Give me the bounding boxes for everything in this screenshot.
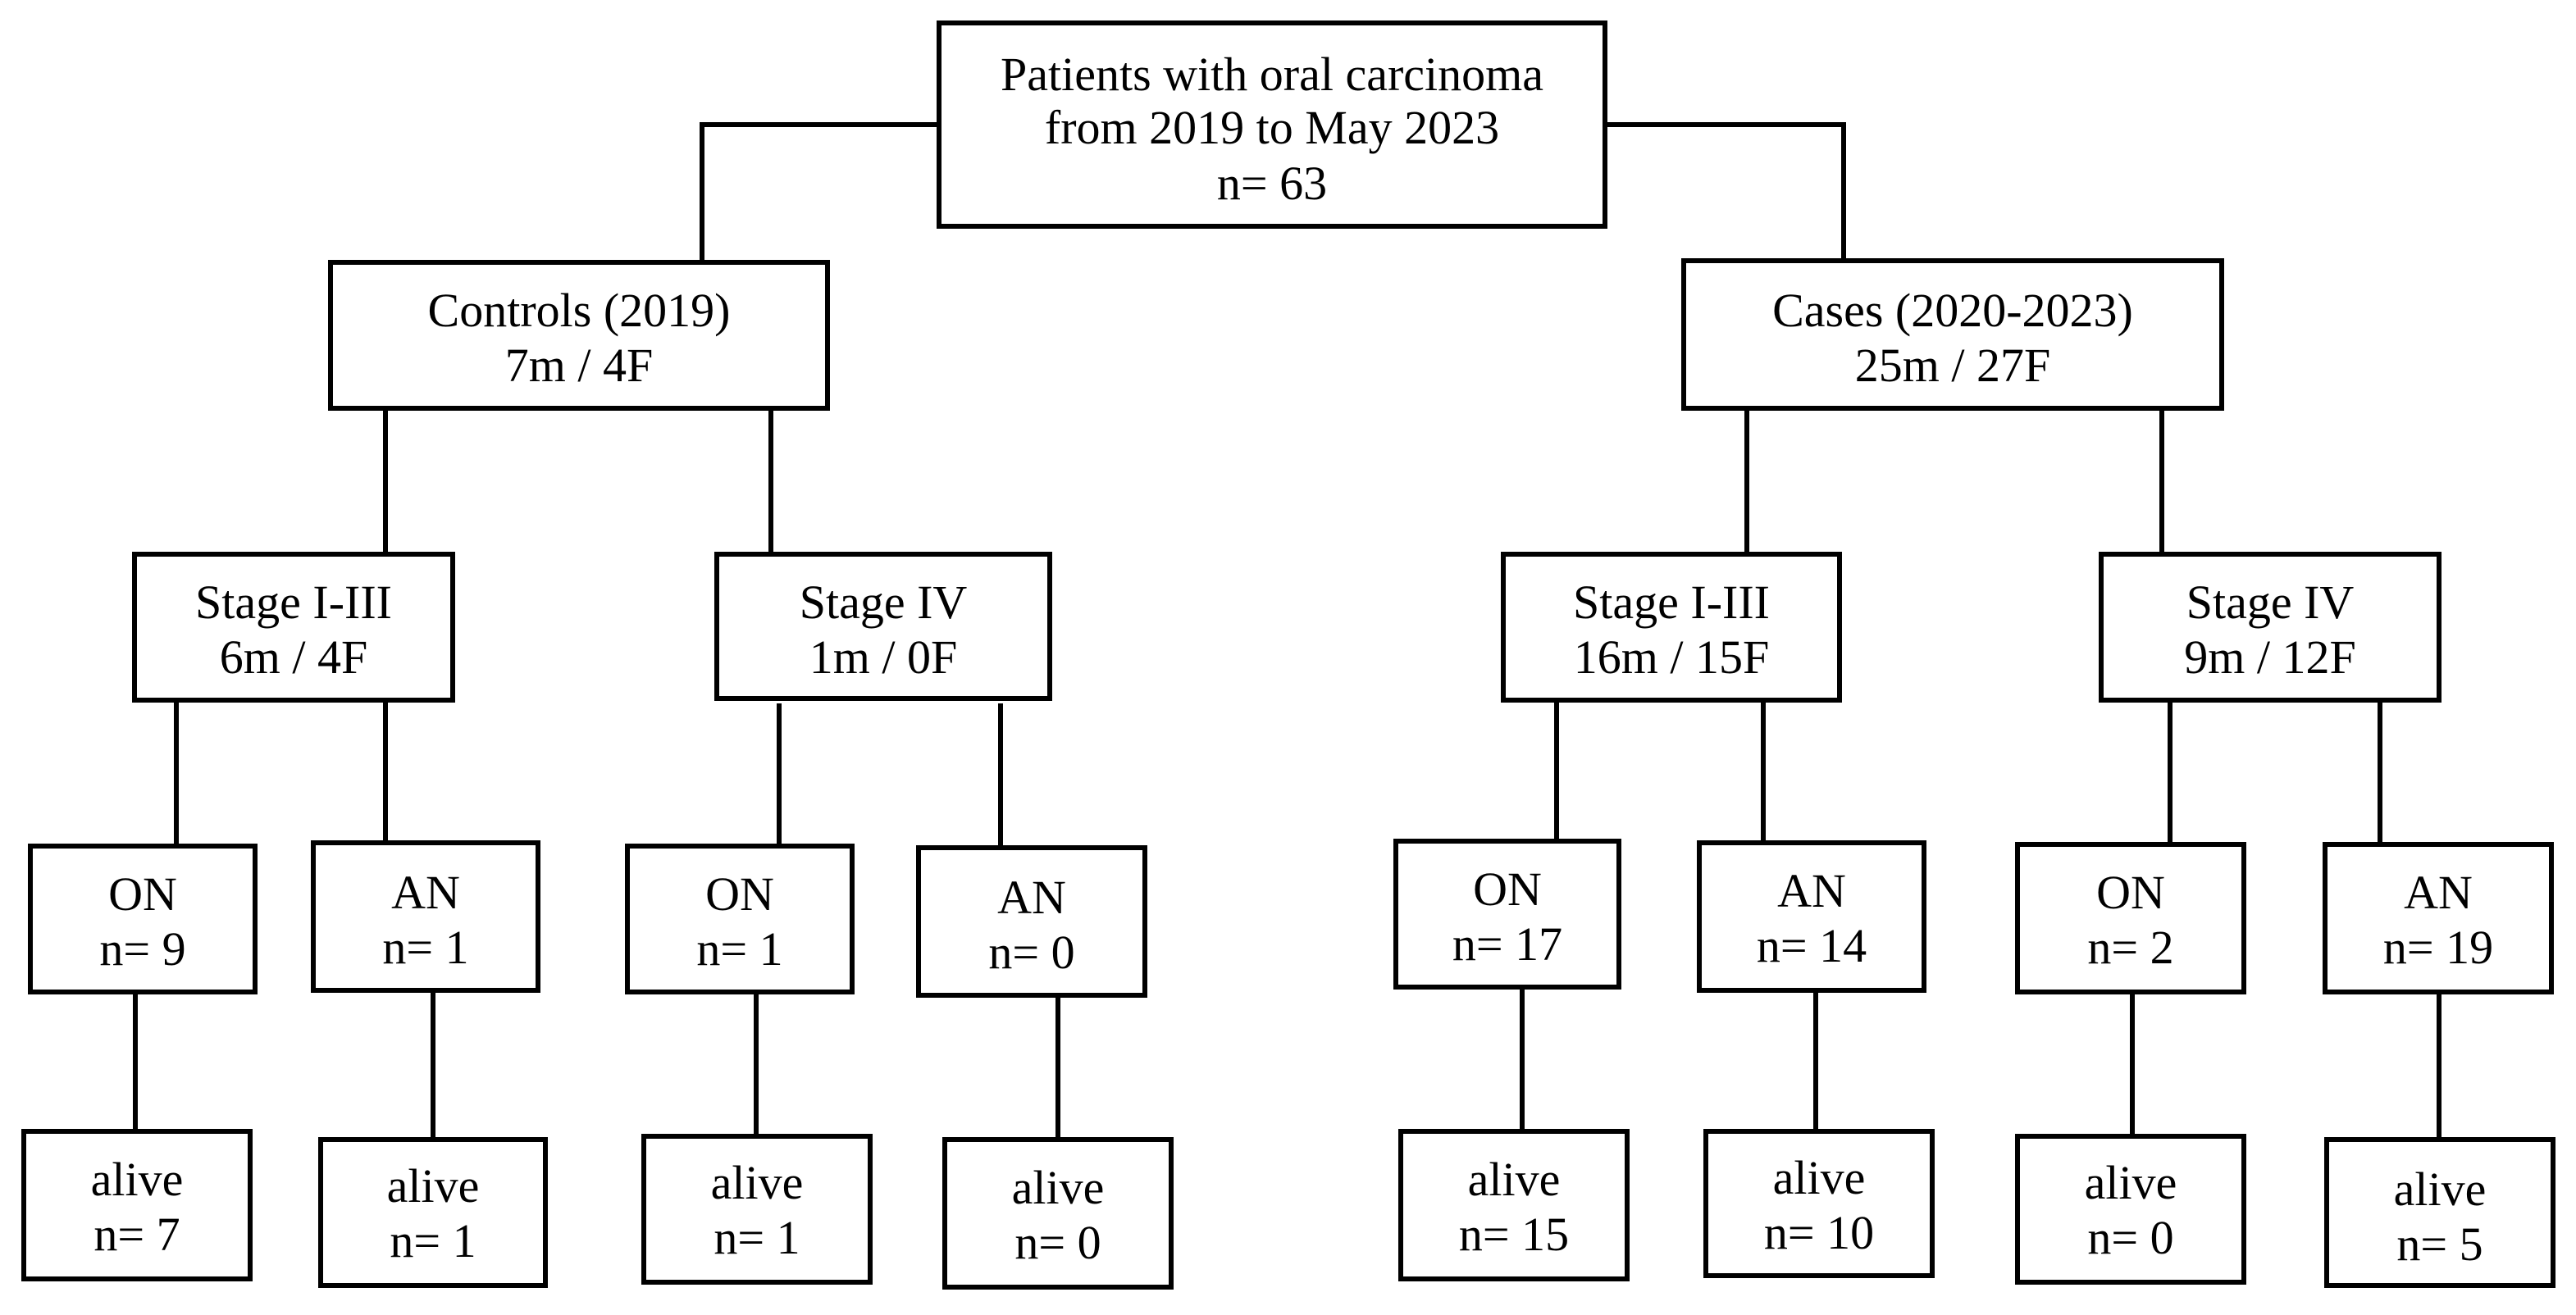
cases-stage-iv-title: Stage IV [2186, 576, 2355, 629]
controls-iv-on-alive-box: alive n= 1 [641, 1134, 873, 1285]
controls-early-an-label: AN [391, 866, 460, 919]
controls-iv-an-alive-n: n= 0 [1014, 1216, 1101, 1269]
cases-iv-an-alive-label: alive [2394, 1163, 2487, 1216]
cases-stage-iv-box: Stage IV 9m / 12F [2099, 552, 2442, 703]
controls-early-on-box: ON n= 9 [28, 844, 258, 994]
cases-early-an-alive-box: alive n= 10 [1703, 1129, 1935, 1278]
controls-stage-iv-box: Stage IV 1m / 0F [714, 552, 1052, 701]
cases-early-on-alive-box: alive n= 15 [1398, 1129, 1630, 1281]
cases-box: Cases (2020-2023) 25m / 27F [1681, 258, 2224, 411]
root-line-2: from 2019 to May 2023 [1045, 101, 1499, 154]
cases-stage-early-sex: 16m / 15F [1574, 630, 1770, 684]
cases-stage-early-title: Stage I-III [1573, 576, 1770, 629]
cases-iv-an-box: AN n= 19 [2323, 842, 2554, 994]
controls-iv-on-alive-n: n= 1 [714, 1211, 800, 1264]
cases-iv-on-alive-n: n= 0 [2087, 1211, 2173, 1264]
controls-stage-early-box: Stage I-III 6m / 4F [132, 552, 455, 703]
cases-early-on-box: ON n= 17 [1393, 839, 1621, 990]
cases-title: Cases (2020-2023) [1772, 284, 2133, 337]
controls-iv-on-alive-label: alive [711, 1156, 804, 1209]
cases-stage-iv-sex: 9m / 12F [2184, 630, 2356, 684]
controls-early-on-alive-label: alive [91, 1153, 184, 1206]
connector-root-cases [1605, 122, 1846, 264]
cases-iv-on-alive-box: alive n= 0 [2015, 1134, 2246, 1285]
controls-early-an-alive-n: n= 1 [390, 1214, 476, 1267]
connector-root-controls [700, 122, 939, 266]
cases-early-on-alive-n: n= 15 [1459, 1208, 1569, 1261]
cases-early-on-alive-label: alive [1468, 1153, 1561, 1206]
cases-iv-an-n: n= 19 [2383, 921, 2493, 974]
root-box: Patients with oral carcinoma from 2019 t… [937, 20, 1607, 229]
controls-early-an-alive-box: alive n= 1 [318, 1137, 548, 1288]
cases-early-an-alive-n: n= 10 [1764, 1206, 1874, 1259]
controls-early-on-n: n= 9 [99, 922, 185, 976]
cases-iv-an-alive-box: alive n= 5 [2324, 1137, 2555, 1288]
controls-iv-an-alive-box: alive n= 0 [942, 1137, 1174, 1290]
controls-iv-an-label: AN [997, 871, 1066, 924]
controls-iv-an-alive-label: alive [1012, 1161, 1105, 1214]
controls-stage-iv-sex: 1m / 0F [809, 630, 958, 684]
cases-early-an-label: AN [1777, 864, 1846, 917]
controls-title: Controls (2019) [428, 284, 731, 337]
cases-sex: 25m / 27F [1855, 339, 2051, 392]
controls-iv-on-label: ON [705, 867, 774, 921]
controls-early-an-alive-label: alive [387, 1159, 480, 1213]
controls-sex: 7m / 4F [505, 339, 654, 392]
cases-iv-an-alive-n: n= 5 [2396, 1217, 2483, 1271]
controls-early-on-alive-n: n= 7 [93, 1208, 180, 1261]
controls-iv-an-box: AN n= 0 [916, 845, 1147, 998]
controls-early-an-n: n= 1 [382, 921, 468, 974]
cases-iv-on-box: ON n= 2 [2015, 842, 2246, 994]
controls-stage-early-sex: 6m / 4F [220, 630, 368, 684]
cases-iv-on-alive-label: alive [2085, 1156, 2177, 1209]
controls-iv-an-n: n= 0 [988, 926, 1074, 979]
cases-iv-on-n: n= 2 [2087, 921, 2173, 974]
controls-stage-early-title: Stage I-III [195, 576, 392, 629]
controls-stage-iv-title: Stage IV [800, 576, 968, 629]
controls-early-an-box: AN n= 1 [311, 840, 540, 993]
cases-iv-on-label: ON [2096, 866, 2165, 919]
cases-early-on-label: ON [1473, 862, 1542, 916]
cases-early-an-alive-label: alive [1773, 1151, 1866, 1204]
cases-early-on-n: n= 17 [1452, 917, 1562, 971]
controls-box: Controls (2019) 7m / 4F [328, 260, 830, 411]
connectors [133, 122, 2442, 1138]
cases-early-an-box: AN n= 14 [1697, 840, 1926, 993]
cases-early-an-n: n= 14 [1757, 919, 1867, 972]
controls-early-on-alive-box: alive n= 7 [21, 1129, 253, 1281]
root-line-3: n= 63 [1217, 157, 1327, 210]
controls-iv-on-n: n= 1 [696, 922, 782, 976]
root-line-1: Patients with oral carcinoma [1001, 48, 1543, 101]
controls-early-on-label: ON [108, 867, 177, 921]
controls-iv-on-box: ON n= 1 [625, 844, 855, 994]
cases-stage-early-box: Stage I-III 16m / 15F [1501, 552, 1842, 703]
cases-iv-an-label: AN [2404, 866, 2473, 919]
